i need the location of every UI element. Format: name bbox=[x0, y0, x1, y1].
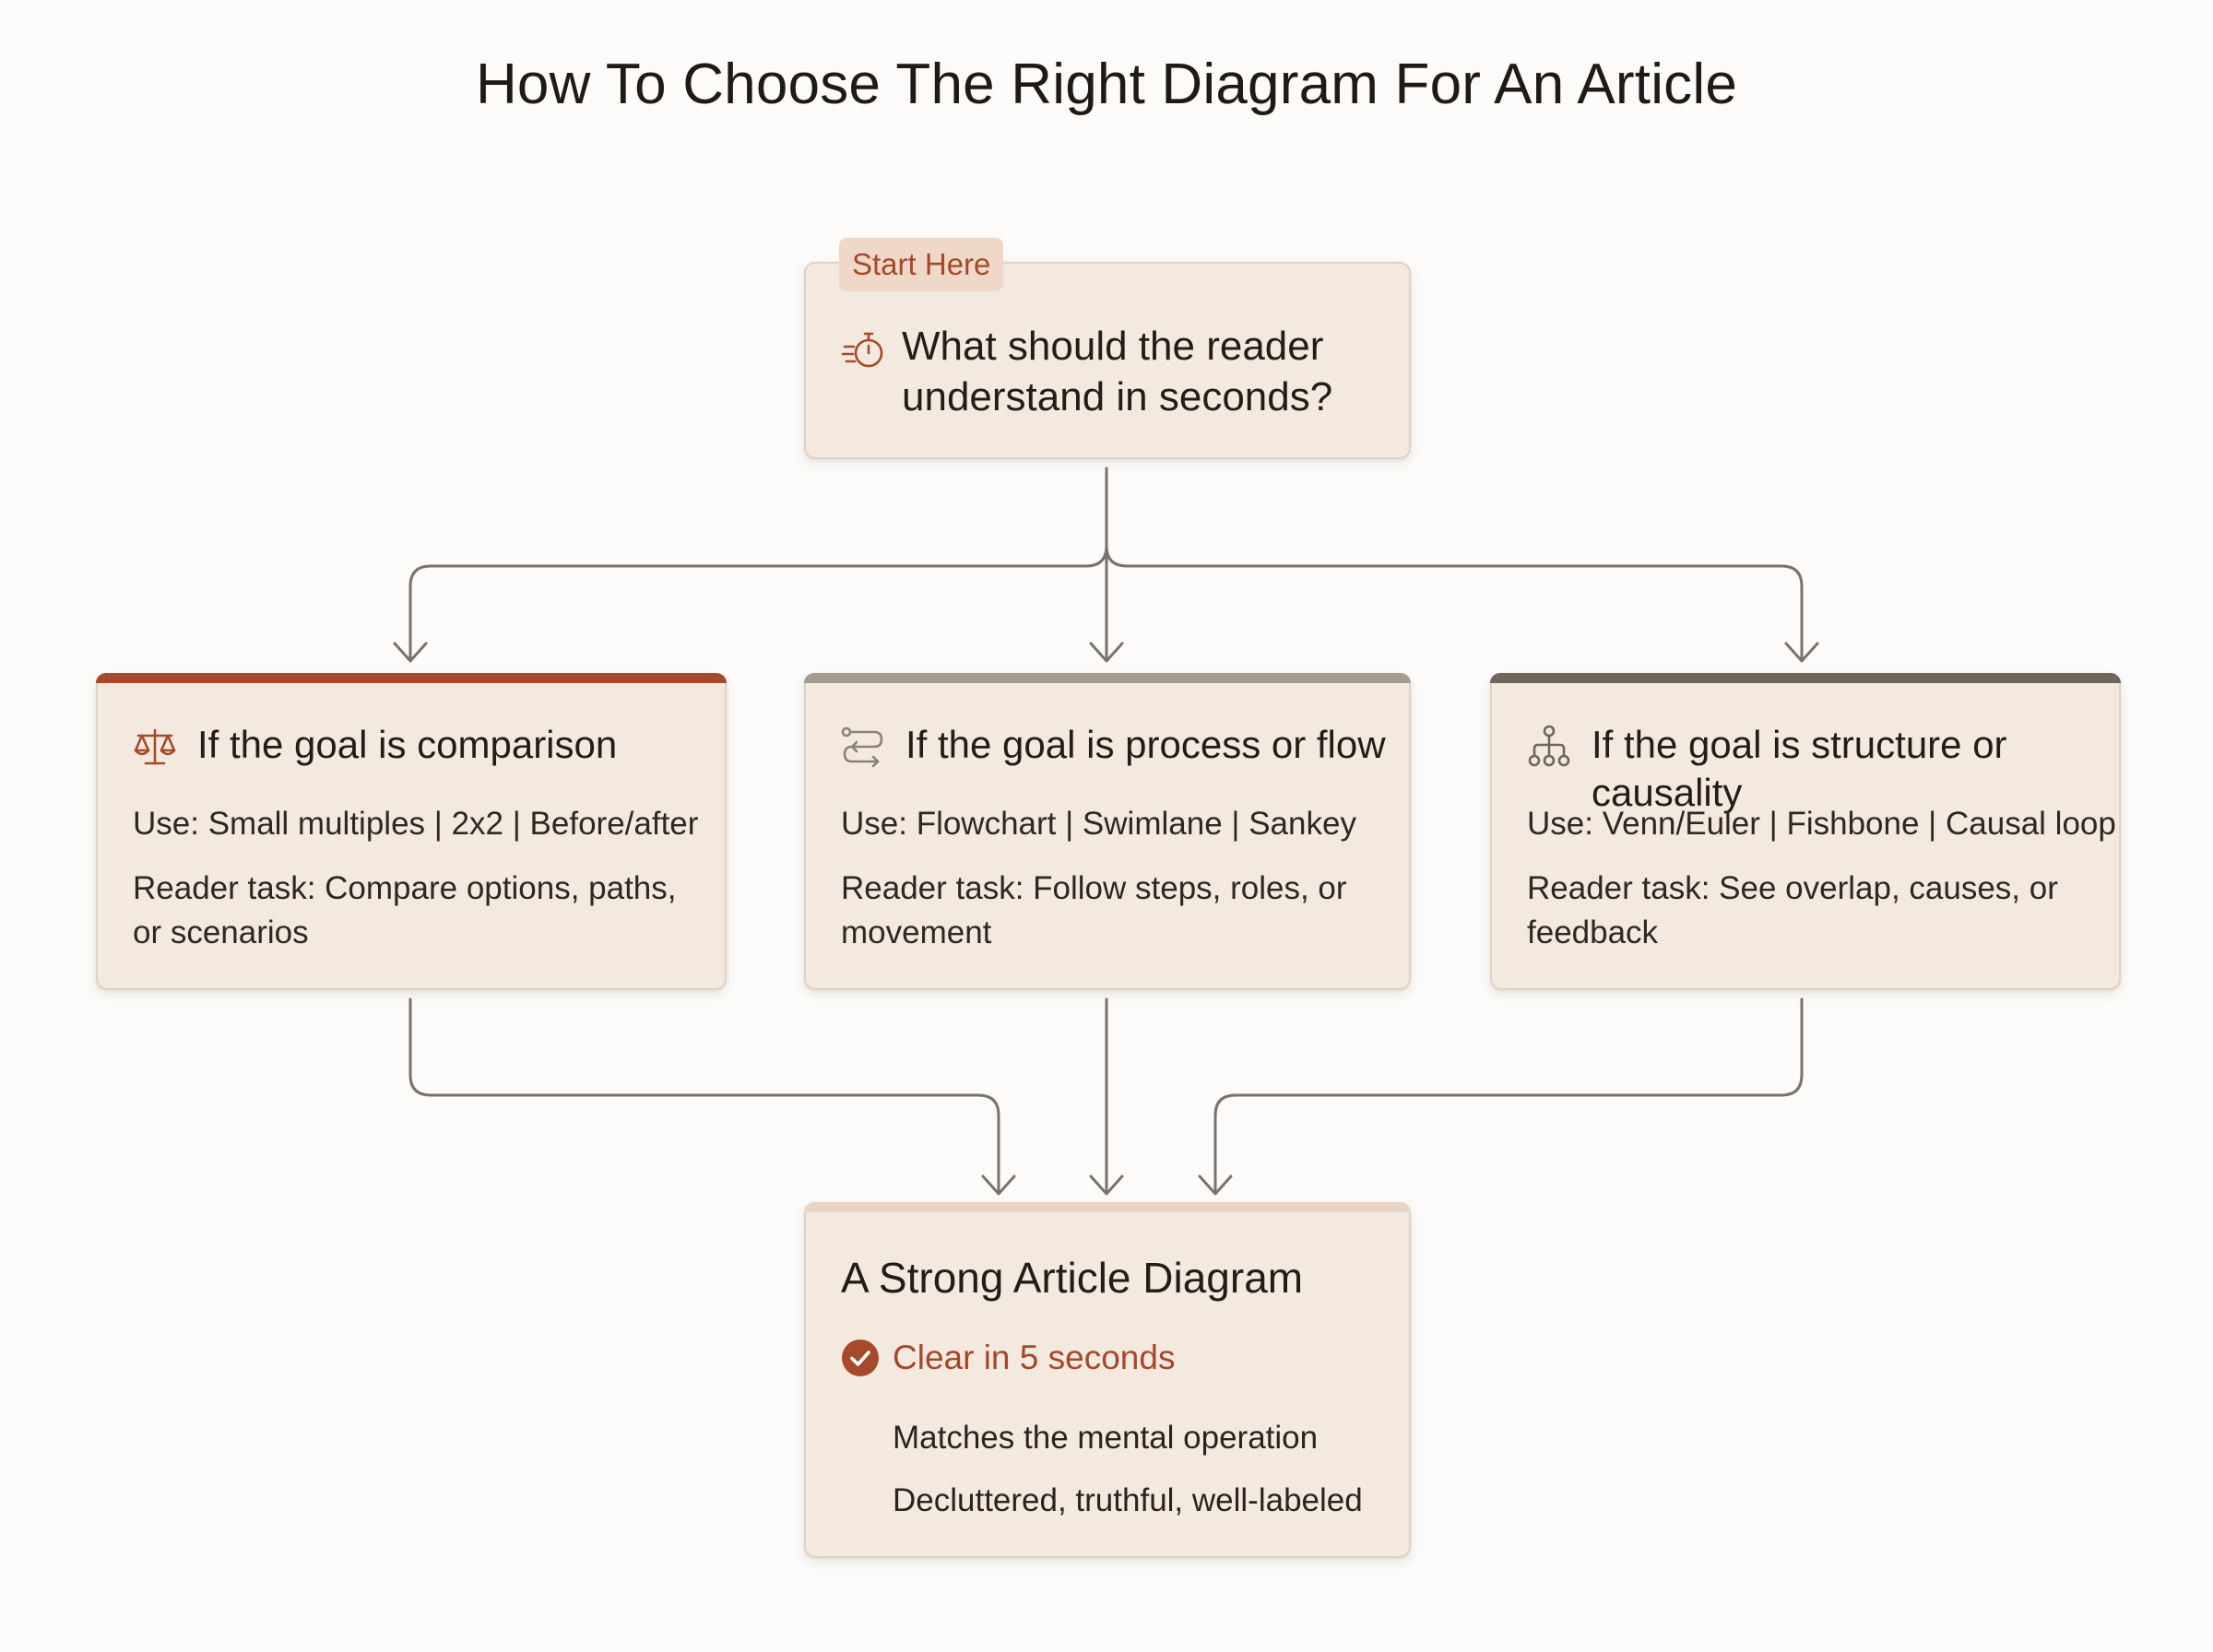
branch-use-list: Use: Small multiples | 2x2 | Before/afte… bbox=[133, 806, 699, 842]
branch-heading: If the goal is process or flow bbox=[905, 723, 1386, 766]
start-question-line1: What should the reader bbox=[902, 324, 1324, 369]
balance-scale-icon bbox=[134, 728, 176, 765]
arrowhead-center bbox=[1089, 642, 1124, 663]
connector-left-to-result bbox=[408, 997, 1000, 1194]
arrowhead-result-right bbox=[1198, 1174, 1233, 1196]
start-question-line2: understand in seconds? bbox=[902, 374, 1333, 419]
arrowhead-result-left bbox=[981, 1174, 1016, 1196]
stopwatch-speed-icon bbox=[841, 332, 883, 368]
start-card: Start Here What should the reader unders… bbox=[804, 238, 1411, 459]
branch-use-list: Use: Venn/Euler | Fishbone | Causal loop bbox=[1527, 806, 2116, 842]
arrowhead-right bbox=[1784, 642, 1819, 663]
branch-reader-task: Reader task: Compare options, paths, or … bbox=[133, 870, 677, 950]
check-circle-icon bbox=[842, 1339, 879, 1376]
arrowhead-left bbox=[393, 642, 428, 663]
result-point: Matches the mental operation bbox=[893, 1420, 1319, 1456]
branch-use-list: Use: Flowchart | Swimlane | Sankey bbox=[841, 806, 1356, 842]
branch-card-comparison: If the goal is comparison Use: Small mul… bbox=[96, 673, 727, 990]
result-point: Decluttered, truthful, well-labeled bbox=[893, 1482, 1363, 1518]
connector-right-to-result bbox=[1213, 997, 1804, 1194]
start-here-tag: Start Here bbox=[839, 238, 1004, 291]
result-accent-bar bbox=[804, 1202, 1411, 1212]
branch-reader-task: Reader task: See overlap, causes, or fee… bbox=[1527, 870, 2058, 950]
connector-start-trunk bbox=[408, 466, 1108, 661]
route-flow-icon bbox=[841, 726, 883, 768]
arrowhead-result-center bbox=[1089, 1174, 1124, 1196]
branch-accent-bar bbox=[804, 673, 1411, 683]
branch-heading: If the goal is comparison bbox=[197, 723, 618, 766]
branch-heading: If the goal is structure or causality bbox=[1592, 723, 2007, 814]
branch-accent-bar bbox=[96, 673, 727, 683]
page-title: How To Choose The Right Diagram For An A… bbox=[475, 53, 1738, 116]
branch-reader-task: Reader task: Follow steps, roles, or mov… bbox=[841, 870, 1347, 950]
result-title: A Strong Article Diagram bbox=[841, 1254, 1304, 1302]
result-card: A Strong Article Diagram Clear in 5 seco… bbox=[804, 1202, 1411, 1558]
hierarchy-icon bbox=[1528, 725, 1570, 767]
connector-start-right bbox=[1105, 544, 1804, 661]
branch-card-process: If the goal is process or flow Use: Flow… bbox=[804, 673, 1411, 990]
result-highlight: Clear in 5 seconds bbox=[893, 1339, 1176, 1376]
start-question: What should the reader understand in sec… bbox=[902, 321, 1381, 422]
branch-card-structure: If the goal is structure or causality Us… bbox=[1490, 673, 2121, 990]
branch-accent-bar bbox=[1490, 673, 2121, 683]
